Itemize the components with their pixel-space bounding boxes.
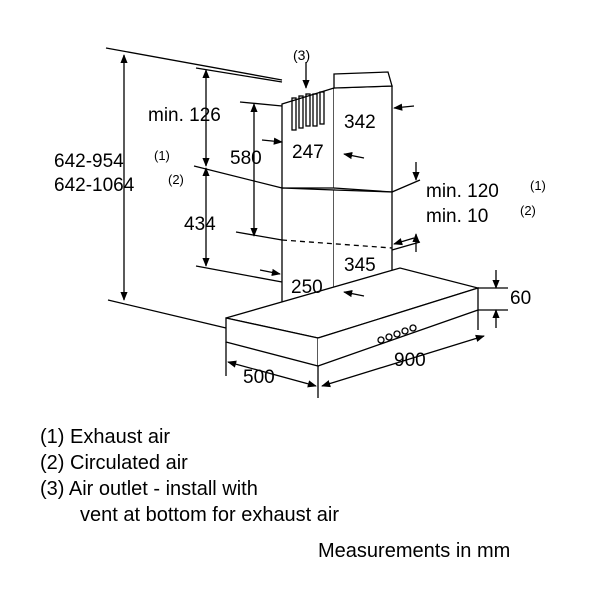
upper-chimney-top bbox=[333, 71, 393, 89]
dim-342-label: 342 bbox=[344, 112, 376, 133]
dim-900-line bbox=[321, 334, 485, 388]
legend-item-air-outlet: (3) Air outlet - install with bbox=[40, 478, 258, 500]
legend-item-air-outlet-cont: vent at bottom for exhaust air bbox=[80, 504, 340, 526]
dim-min126-label: min. 126 bbox=[148, 105, 221, 126]
legend-item-exhaust-air: (1) Exhaust air bbox=[40, 426, 171, 448]
dim-642-954-label: 642-954 bbox=[54, 151, 124, 172]
upper-chimney-front bbox=[281, 87, 335, 189]
legend: (1) Exhaust air (2) Circulated air (3) A… bbox=[40, 424, 339, 528]
dim-min10-note: (2) bbox=[520, 203, 536, 218]
legend-item-circulated-air: (2) Circulated air bbox=[40, 452, 188, 474]
dim-60-label: 60 bbox=[510, 288, 531, 309]
dim-434-label: 434 bbox=[184, 214, 216, 235]
dim-250-label: 250 bbox=[291, 277, 323, 298]
units-note: Measurements in mm bbox=[318, 540, 511, 562]
dim-500-line bbox=[227, 360, 317, 388]
note-3-label: (3) bbox=[293, 47, 310, 63]
dim-247-label: 247 bbox=[292, 142, 324, 163]
dim-580-label: 580 bbox=[230, 148, 262, 169]
vent-slots-icon bbox=[291, 91, 325, 131]
dim-345-label: 345 bbox=[344, 255, 376, 276]
dim-642-954-note: (1) bbox=[154, 148, 170, 163]
dim-min120-label: min. 120 bbox=[426, 181, 499, 202]
dim-min120-note: (1) bbox=[530, 178, 546, 193]
dim-642-1064-note: (2) bbox=[168, 172, 184, 187]
dim-900-label: 900 bbox=[394, 350, 426, 371]
dim-min10-label: min. 10 bbox=[426, 206, 488, 227]
upper-chimney-side bbox=[333, 85, 393, 193]
dim-642-1064-label: 642-1064 bbox=[54, 175, 135, 196]
dim-500-label: 500 bbox=[243, 367, 275, 388]
